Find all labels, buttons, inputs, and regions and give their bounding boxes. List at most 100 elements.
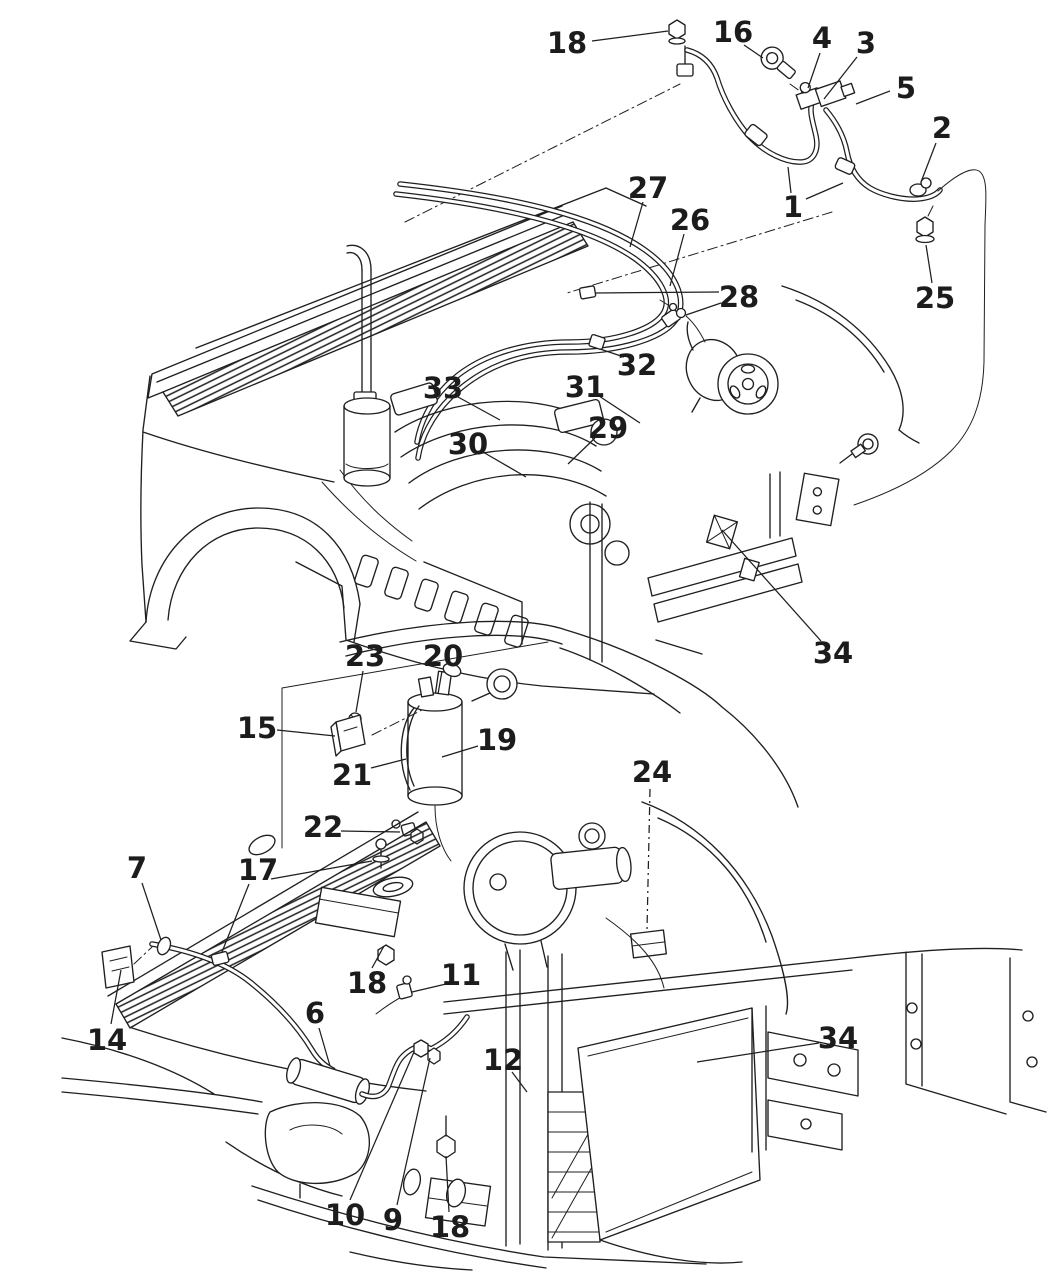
- callout-19: 19: [441, 723, 517, 758]
- callout-16: 16: [713, 15, 764, 59]
- callout-30: 30: [448, 427, 527, 478]
- callout-label-18b: 18: [430, 1210, 470, 1244]
- leader-line: [340, 830, 401, 833]
- callout-label-27: 27: [628, 171, 668, 205]
- callout-9: 9: [383, 1057, 431, 1237]
- callout-label-2: 2: [932, 111, 952, 145]
- leader-line: [270, 860, 373, 880]
- leader-line: [567, 437, 596, 465]
- leader-line: [482, 451, 527, 478]
- dash-panel-illustration: [339, 620, 799, 808]
- callout-label-9: 9: [383, 1203, 403, 1237]
- callout-17: 17: [221, 853, 373, 953]
- nut-illustration: [377, 944, 395, 966]
- leader-line: [591, 30, 669, 42]
- callout-22: 22: [303, 810, 401, 844]
- leader-line: [925, 244, 933, 284]
- install-reference-line: [566, 211, 833, 294]
- service-port-illustration: [396, 982, 413, 1000]
- callout-label-11: 11: [441, 958, 481, 992]
- leader-line: [441, 745, 479, 758]
- callout-label-17: 17: [238, 853, 278, 887]
- callout-14: 14: [87, 969, 127, 1057]
- ac-hose-assembly-illustration: [668, 19, 987, 506]
- leader-line: [646, 788, 651, 931]
- nut-illustration: [668, 19, 686, 40]
- callout-label-18m: 18: [347, 966, 387, 1000]
- leader-line: [721, 529, 822, 642]
- callout-20: 20: [423, 639, 463, 695]
- leader-line: [318, 1027, 331, 1067]
- bolt-illustration: [850, 433, 879, 459]
- bracket-illustration: [314, 838, 414, 966]
- leader-line: [371, 945, 385, 969]
- accumulator-detail: [281, 641, 549, 862]
- core-support-illustration: [225, 947, 1047, 1271]
- callout-18m: 18: [347, 945, 387, 1000]
- callout-label-25: 25: [915, 281, 955, 315]
- callout-34a: 34: [721, 529, 853, 670]
- leader-line: [411, 983, 447, 993]
- canister-illustration: [343, 244, 391, 487]
- callout-18a: 18: [547, 26, 669, 60]
- callout-24: 24: [632, 755, 672, 931]
- liquid-line-illustration: [101, 936, 470, 1159]
- callout-label-26: 26: [670, 203, 710, 237]
- callout-23: 23: [345, 639, 385, 713]
- callout-15: 15: [237, 711, 336, 745]
- callout-label-22: 22: [303, 810, 343, 844]
- callout-label-1: 1: [783, 190, 803, 224]
- leader-line: [276, 729, 336, 737]
- leader-line: [696, 1042, 820, 1063]
- condenser-illustration-lower: [577, 1007, 761, 1241]
- callout-label-34b: 34: [818, 1021, 858, 1055]
- pipe-run-illustration: [853, 169, 987, 506]
- clip-illustration: [101, 945, 135, 989]
- fender-apron-illustration: [605, 801, 789, 1015]
- leader-line: [920, 142, 937, 183]
- callout-label-15: 15: [237, 711, 277, 745]
- callout-26: 26: [669, 203, 710, 287]
- leader-line: [598, 395, 641, 424]
- callout-32: 32: [599, 348, 657, 382]
- callout-label-16: 16: [713, 15, 753, 49]
- callout-label-12: 12: [483, 1043, 523, 1077]
- condenser-illustration-upper: [647, 471, 803, 623]
- callout-label-29: 29: [588, 411, 628, 445]
- callout-31: 31: [565, 370, 641, 424]
- callout-27: 27: [628, 171, 668, 248]
- leader-line: [221, 883, 250, 953]
- callout-label-24: 24: [632, 755, 672, 789]
- engine-illustration: [321, 382, 630, 648]
- manifold-block-illustration: [795, 80, 856, 110]
- leader-line: [823, 56, 858, 100]
- callout-12: 12: [483, 1043, 528, 1093]
- leader-line: [437, 670, 443, 695]
- nut-illustration: [916, 216, 934, 238]
- leader-line: [743, 44, 764, 59]
- leader-line: [807, 52, 821, 89]
- fitting-nut-illustration: [413, 1039, 429, 1058]
- callout-label-31: 31: [565, 370, 605, 404]
- leader-line: [396, 1057, 431, 1206]
- callout-label-28: 28: [719, 280, 759, 314]
- callout-10: 10: [325, 1051, 415, 1232]
- line-clip-illustration: [210, 950, 230, 967]
- callout-21: 21: [332, 758, 407, 792]
- callout-28: 28: [595, 280, 759, 316]
- leader-line: [457, 396, 501, 421]
- callout-label-20: 20: [423, 639, 463, 673]
- callout-label-4: 4: [812, 21, 832, 55]
- callout-4: 4: [807, 21, 832, 89]
- leader-line: [355, 670, 364, 713]
- callout-18b: 18: [430, 1155, 470, 1244]
- callout-7: 7: [127, 851, 162, 941]
- line-clip-illustration: [156, 936, 172, 956]
- leader-line: [629, 201, 644, 248]
- callout-label-32: 32: [617, 348, 657, 382]
- callout-29: 29: [567, 411, 628, 465]
- leader-line: [445, 1155, 450, 1213]
- callout-5: 5: [855, 71, 916, 105]
- callout-label-7: 7: [127, 851, 147, 885]
